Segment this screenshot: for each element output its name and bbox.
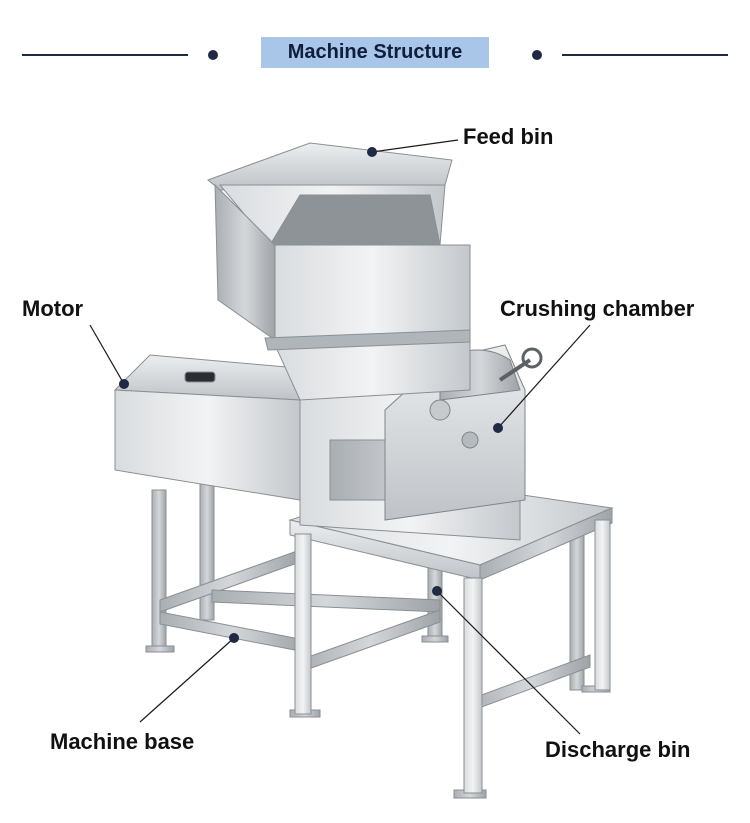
motor-housing xyxy=(113,354,321,501)
label-discharge-bin: Discharge bin xyxy=(545,737,691,762)
label-crushing-chamber: Crushing chamber xyxy=(500,296,695,321)
marker-discharge-bin xyxy=(432,586,442,596)
leader-lines xyxy=(89,139,591,735)
marker-machine-base xyxy=(229,633,239,643)
header-line-right xyxy=(562,54,728,56)
marker-crushing-chamber xyxy=(493,423,503,433)
label-machine-base: Machine base xyxy=(50,729,195,754)
diagram-title: Machine Structure xyxy=(261,37,489,68)
feed-bin xyxy=(207,142,471,351)
header-dot-right xyxy=(532,50,542,60)
header-line-left xyxy=(22,54,188,56)
label-motor: Motor xyxy=(22,296,84,321)
marker-feed-bin xyxy=(367,147,377,157)
marker-motor xyxy=(119,379,129,389)
label-markers xyxy=(119,147,503,643)
label-feed-bin: Feed bin xyxy=(463,124,554,149)
header-dot-left xyxy=(208,50,218,60)
